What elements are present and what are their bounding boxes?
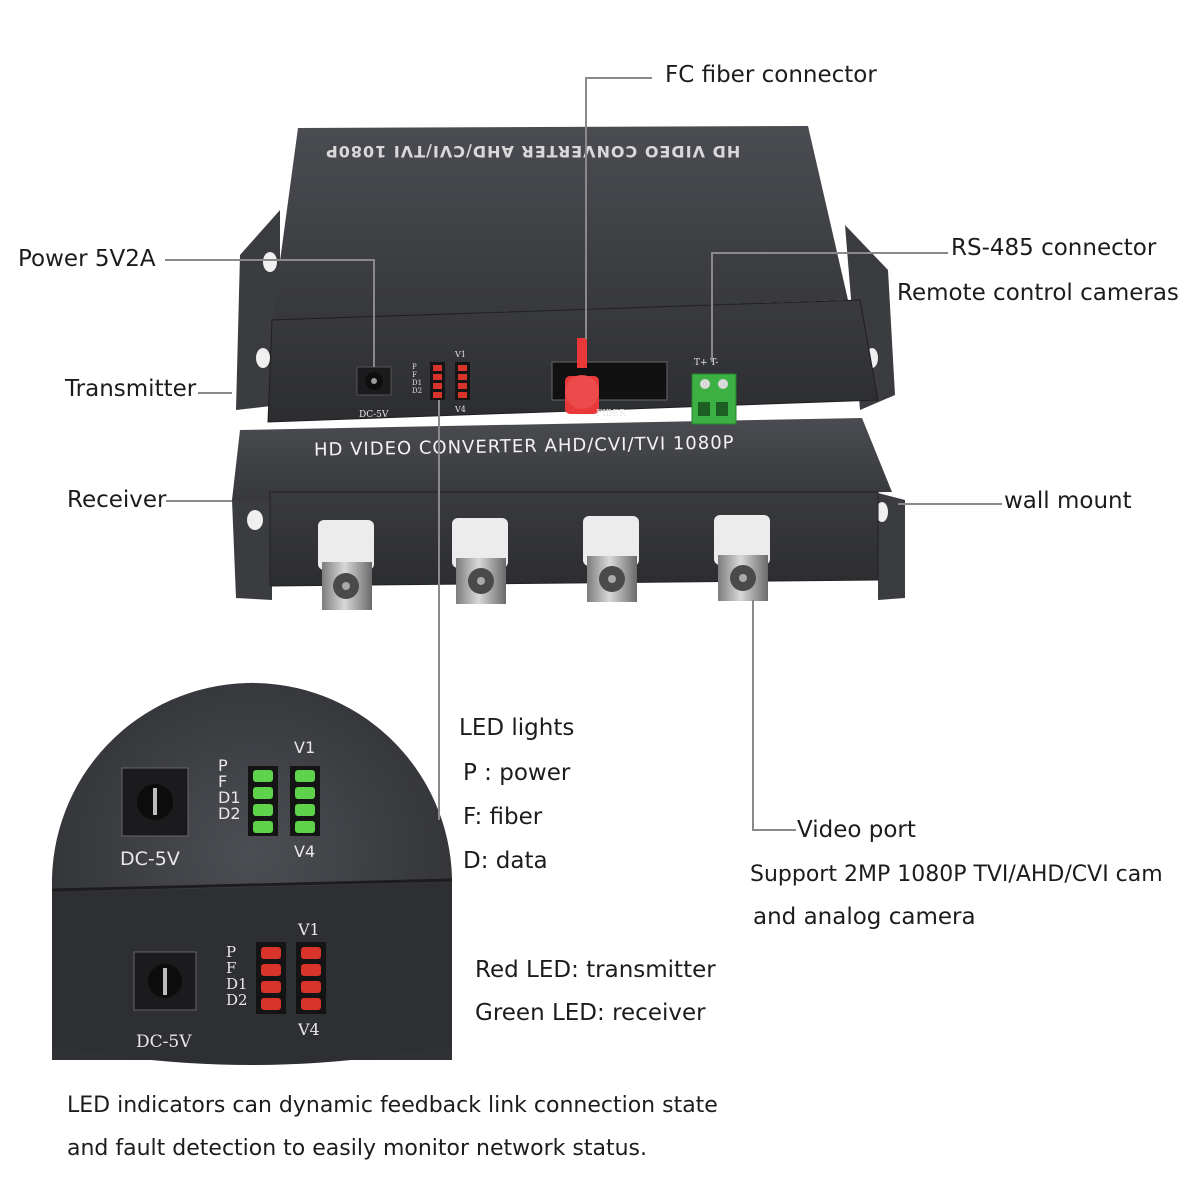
leader-wall-mount: [898, 503, 1002, 505]
bnc-port-2: [452, 518, 508, 604]
fc-fiber-connector: [551, 338, 668, 414]
transmitter-led-letters: P F D1 D2: [412, 363, 422, 395]
callout-rs485-sub: Remote control cameras: [897, 280, 1179, 306]
transmitter-dc-label: DC-5V: [359, 410, 389, 420]
callout-fc-fiber: FC fiber connector: [665, 62, 877, 88]
inset-green-letter-d2: D2: [218, 804, 241, 823]
transmitter-led-v4: V4: [455, 405, 466, 414]
callout-green-led: Green LED: receiver: [475, 1000, 706, 1026]
leader-rs485-v: [711, 252, 713, 362]
callout-transmitter: Transmitter: [65, 376, 197, 402]
inset-green-letter-p: P: [218, 756, 228, 775]
leader-rs485-h: [712, 252, 948, 254]
callout-video-port: Video port: [797, 817, 916, 843]
transmitter-fiber-label: FIBER: [596, 409, 626, 419]
leader-fc-fiber-h: [586, 77, 652, 79]
inset-red-v4: V4: [298, 1020, 320, 1039]
footer-line-2: and fault detection to easily monitor ne…: [67, 1136, 647, 1161]
inset-green-led-letters: P F D1 D2: [218, 758, 241, 822]
callout-led-p: P : power: [463, 760, 571, 786]
inset-red-led-letters: P F D1 D2: [226, 944, 248, 1008]
inset-green-dc-label: DC-5V: [120, 848, 180, 870]
transmitter-top-surface: [272, 126, 848, 320]
inset-green-letter-f: F: [218, 772, 228, 791]
callout-wall-mount: wall mount: [1004, 488, 1132, 514]
leader-power-h: [165, 259, 374, 261]
transmitter-dc-jack: [356, 366, 392, 396]
callout-power: Power 5V2A: [18, 246, 156, 272]
inset-green-v1: V1: [294, 738, 316, 757]
transmitter-led-v1: V1: [455, 350, 466, 359]
led-zoom-inset: [51, 682, 453, 1065]
inset-red-letter-p: P: [226, 943, 237, 961]
footer-line-1: LED indicators can dynamic feedback link…: [67, 1093, 718, 1118]
rs485-pin-label: T+ T-: [694, 358, 719, 368]
led-letter-d1: D1: [412, 379, 423, 387]
inset-red-dc-label: DC-5V: [136, 1032, 192, 1052]
callout-led-title: LED lights: [459, 715, 575, 741]
leader-led-lights: [438, 400, 440, 820]
callout-red-led: Red LED: transmitter: [475, 957, 716, 983]
led-letter-d2: D2: [412, 387, 423, 395]
bnc-port-1: [318, 520, 374, 610]
leader-transmitter: [198, 392, 232, 394]
inset-red-letter-d1: D1: [226, 975, 248, 993]
inset-red-v1: V1: [298, 920, 320, 939]
led-letter-f: F: [412, 371, 417, 379]
leader-receiver: [166, 500, 232, 502]
leader-video-port-v: [752, 600, 754, 830]
callout-rs485: RS-485 connector: [951, 235, 1157, 261]
inset-red-letter-f: F: [226, 959, 237, 977]
receiver-wall-mount-flanges: [232, 492, 905, 600]
callout-led-f: F: fiber: [463, 804, 543, 830]
inset-red-letter-d2: D2: [226, 991, 248, 1009]
leader-power-v: [373, 259, 375, 367]
rs485-terminal-block: [691, 373, 737, 425]
transmitter-top-label: HD VIDEO CONVERTER AHD/CVI/TVI 1080P: [325, 142, 741, 161]
led-letter-p: P: [412, 363, 417, 371]
callout-video-sub2: and analog camera: [753, 904, 976, 930]
inset-green-v4: V4: [294, 842, 316, 861]
leader-fc-fiber-v: [585, 77, 587, 339]
callout-led-d: D: data: [463, 848, 548, 874]
callout-receiver: Receiver: [67, 487, 167, 513]
inset-green-letter-d1: D1: [218, 788, 241, 807]
transmitter-led-panel: [430, 362, 470, 400]
callout-video-sub1: Support 2MP 1080P TVI/AHD/CVI cam: [750, 862, 1163, 887]
bnc-video-ports: [318, 515, 770, 610]
leader-video-port-h: [752, 829, 796, 831]
bnc-port-4: [714, 515, 770, 601]
bnc-port-3: [583, 516, 639, 602]
receiver-top-surface: [232, 418, 892, 500]
